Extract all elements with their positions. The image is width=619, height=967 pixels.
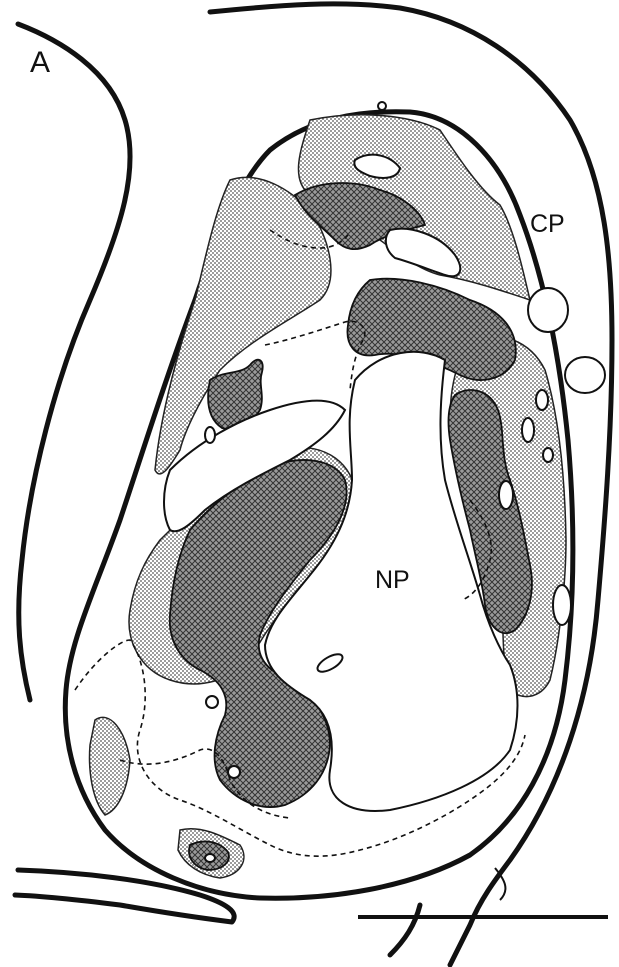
vessel-hole-9	[206, 696, 218, 708]
bottom-right-edge	[390, 905, 420, 955]
vessel-hole-2	[565, 357, 605, 393]
vessel-hole-1	[528, 288, 568, 332]
vessel-hole-7	[553, 585, 571, 625]
vessel-hole-5	[543, 448, 553, 462]
vessel-hole-13	[205, 854, 215, 862]
label-cp: CP	[530, 210, 565, 238]
vessel-hole-10	[228, 766, 240, 778]
label-np: NP	[375, 566, 410, 594]
vessel-hole-6	[499, 481, 513, 509]
vessel-hole-8	[205, 427, 215, 443]
vessel-hole-3	[536, 390, 548, 410]
vessel-hole-4	[522, 418, 534, 442]
vessel-hole-12	[378, 102, 386, 110]
panel-label: A	[30, 46, 50, 79]
